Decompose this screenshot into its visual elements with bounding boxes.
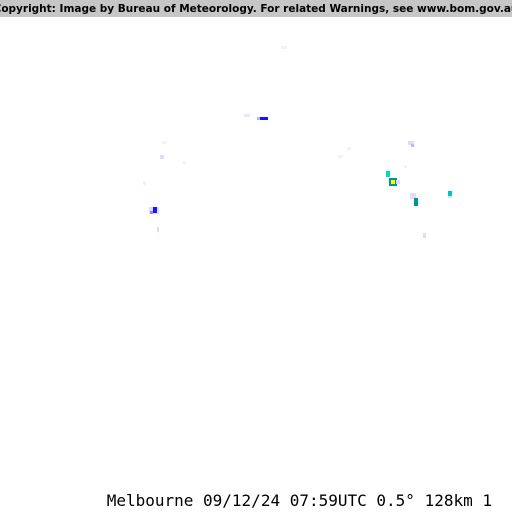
radar-info-label: Melbourne 09/12/24 07:59UTC 0.5° 128km 1 bbox=[106, 491, 492, 510]
copyright-text: Copyright: Image by Bureau of Meteorolog… bbox=[0, 2, 512, 15]
radar-echo-layer bbox=[143, 46, 452, 238]
radar-echo bbox=[386, 171, 390, 177]
radar-echo bbox=[396, 180, 400, 184]
radar-echo bbox=[150, 211, 153, 214]
radar-echo bbox=[257, 117, 260, 120]
radar-echo bbox=[259, 117, 268, 120]
radar-echo bbox=[391, 180, 395, 184]
radar-echo bbox=[448, 191, 452, 197]
radar-echo bbox=[160, 155, 164, 159]
radar-echo bbox=[448, 196, 452, 198]
radar-echo bbox=[183, 161, 186, 164]
radar-echo bbox=[408, 141, 414, 145]
radar-echo bbox=[423, 233, 426, 238]
radar-echo bbox=[404, 165, 407, 168]
radar-echo bbox=[338, 155, 343, 158]
radar-echo bbox=[411, 144, 414, 147]
radar-echo bbox=[347, 147, 351, 150]
radar-echo bbox=[244, 114, 250, 117]
radar-echo bbox=[153, 207, 157, 213]
radar-echo bbox=[162, 141, 167, 144]
radar-echo bbox=[157, 227, 159, 232]
copyright-banner: Copyright: Image by Bureau of Meteorolog… bbox=[0, 0, 512, 17]
radar-echo bbox=[281, 46, 287, 49]
radar-echo bbox=[143, 181, 146, 185]
radar-echo bbox=[414, 198, 418, 206]
radar-echo bbox=[410, 193, 416, 199]
